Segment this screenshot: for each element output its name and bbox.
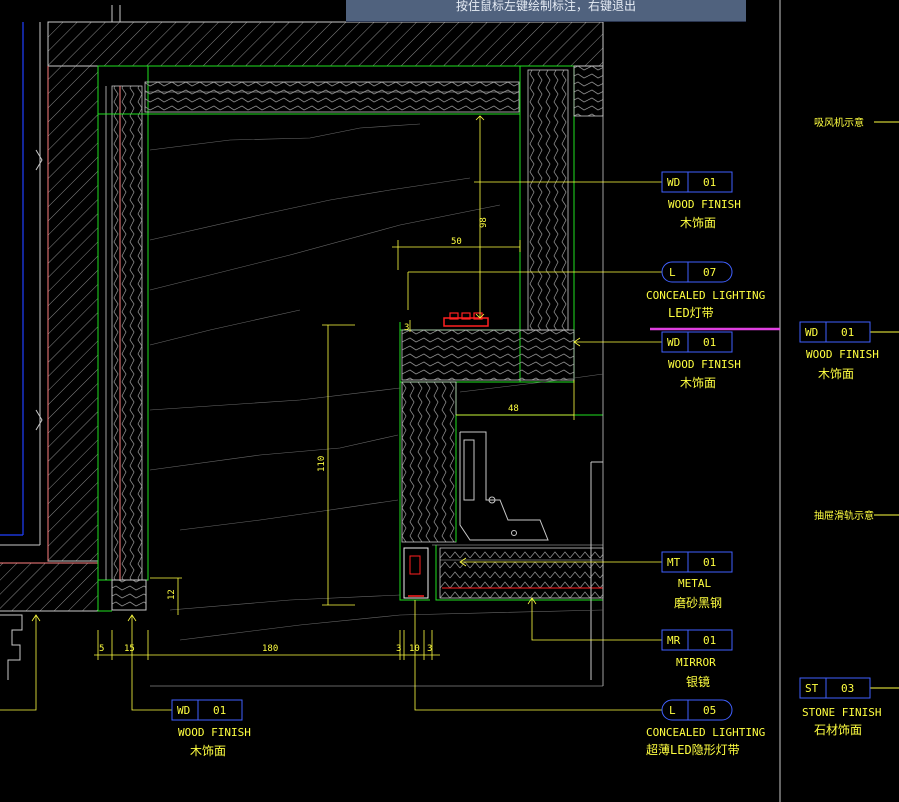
- tag-en: CONCEALED LIGHTING: [646, 289, 765, 302]
- tag-mt-01[interactable]: MT 01 METAL 磨砂黑钢: [661, 551, 733, 610]
- dim-5: 5: [99, 644, 104, 654]
- cabinet-left-panel: [97, 65, 149, 612]
- dim-12: 12: [167, 589, 177, 600]
- tag-cn: 银镜: [686, 674, 710, 689]
- dim-10: 10: [409, 644, 420, 654]
- tag-code: ST: [805, 682, 819, 695]
- command-tooltip: 按住鼠标左键绘制标注，右键退出: [346, 0, 746, 22]
- drawer-section: [432, 544, 604, 601]
- tag-en: MIRROR: [676, 656, 716, 669]
- tag-cn: LED灯带: [668, 306, 714, 320]
- tag-en: CONCEALED LIGHTING: [646, 726, 765, 739]
- right-edge-lines: [150, 22, 604, 687]
- dim-3-shelf: 3: [404, 323, 409, 333]
- tag-num: 01: [841, 326, 854, 339]
- tag-wd-01-upper[interactable]: WD 01 WOOD FINISH 木饰面: [661, 171, 741, 230]
- tag-en: WOOD FINISH: [178, 726, 251, 739]
- cabinet-lower-panel: [399, 381, 457, 601]
- background-shading: [149, 123, 604, 641]
- tag-mr-01[interactable]: MR 01 MIRROR 银镜: [661, 629, 733, 689]
- tag-code: WD: [805, 326, 818, 339]
- cabinet-shelf: [399, 66, 603, 416]
- dim-98: 98: [479, 217, 489, 228]
- tag-en: WOOD FINISH: [668, 358, 741, 371]
- tag-en: STONE FINISH: [802, 706, 881, 719]
- note-blower: 吸风机示意: [814, 116, 864, 129]
- tag-num: 01: [703, 556, 716, 569]
- tag-num: 01: [703, 634, 716, 647]
- dim-3-bottom-a: 3: [396, 644, 401, 654]
- right-tag-wd-01[interactable]: WD 01 WOOD FINISH 木饰面: [799, 321, 879, 381]
- tag-cn: 磨砂黑钢: [674, 596, 722, 610]
- dimension-lines: [94, 115, 662, 660]
- tag-en: METAL: [678, 577, 711, 590]
- cabinet-inner-edge: [147, 113, 520, 580]
- tag-cn: 木饰面: [190, 744, 226, 758]
- tag-wd-01-bottom[interactable]: WD 01 WOOD FINISH 木饰面: [171, 699, 251, 758]
- tag-code: MT: [667, 556, 681, 569]
- right-panel: [650, 0, 899, 802]
- tag-code: WD: [667, 176, 680, 189]
- tag-num: 01: [213, 704, 226, 717]
- right-tag-st-03[interactable]: ST 03 STONE FINISH 石材饰面: [799, 677, 881, 737]
- tag-cn: 木饰面: [680, 216, 716, 230]
- tag-en: WOOD FINISH: [806, 348, 879, 361]
- tag-num: 05: [703, 704, 716, 717]
- led-profile-l05: [403, 547, 429, 599]
- dim-110: 110: [317, 456, 327, 472]
- tag-en: WOOD FINISH: [668, 198, 741, 211]
- cabinet-top-panel: [97, 65, 521, 115]
- dim-3-bottom-b: 3: [427, 644, 432, 654]
- dim-50: 50: [451, 237, 462, 247]
- left-wall: [0, 22, 99, 680]
- tag-cn: 木饰面: [818, 367, 854, 381]
- tag-num: 03: [841, 682, 854, 695]
- tag-cn: 超薄LED隐形灯带: [646, 742, 740, 757]
- tag-num: 01: [703, 336, 716, 349]
- tag-code: MR: [667, 634, 681, 647]
- leader-lines: [0, 271, 662, 711]
- tag-cn: 木饰面: [680, 376, 716, 390]
- tag-wd-01-middle[interactable]: WD 01 WOOD FINISH 木饰面: [661, 331, 741, 390]
- note-drawer-slide: 抽屉滑轨示意: [814, 509, 874, 522]
- tag-num: 07: [703, 266, 716, 279]
- dim-180: 180: [262, 644, 278, 654]
- tag-num: 01: [703, 176, 716, 189]
- led-strip-l07: [443, 312, 489, 327]
- tag-l-05[interactable]: L 05 CONCEALED LIGHTING 超薄LED隐形灯带: [646, 699, 765, 757]
- dim-15: 15: [124, 644, 135, 654]
- top-wall: [47, 5, 604, 67]
- dim-48: 48: [508, 404, 519, 414]
- tag-code: WD: [177, 704, 190, 717]
- tag-code: L: [669, 266, 676, 279]
- tag-l-07[interactable]: L 07 CONCEALED LIGHTING LED灯带: [646, 261, 765, 320]
- tag-cn: 石材饰面: [814, 723, 862, 737]
- tag-code: L: [669, 704, 676, 717]
- tag-code: WD: [667, 336, 680, 349]
- drawer-slide: [459, 431, 549, 541]
